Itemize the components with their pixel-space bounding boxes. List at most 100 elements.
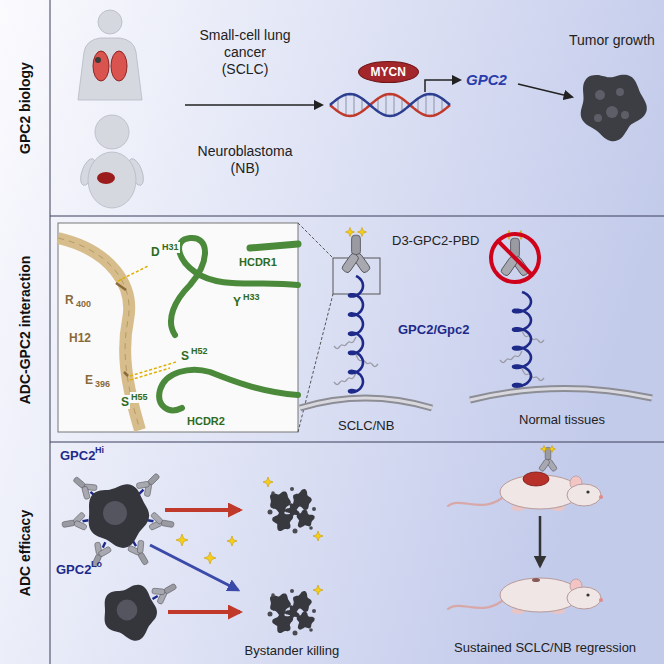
- lung: [93, 51, 109, 81]
- gene-name: MYCN: [371, 65, 406, 79]
- disease-label: Small-cell lung cancer (SCLC): [199, 27, 291, 77]
- payload-star: [263, 477, 273, 487]
- hydrogen-bond: [130, 368, 170, 380]
- mouse-tumor: [523, 472, 549, 486]
- cdr-ribbon: [159, 370, 298, 411]
- arrow: [185, 104, 322, 106]
- dna-rung: [345, 95, 346, 116]
- antibody-fc: [62, 520, 75, 528]
- residue-subscript: 396: [94, 379, 111, 390]
- tissue-label: SCLC/NB: [338, 418, 394, 434]
- expression-label: GPC2: [56, 562, 91, 578]
- loop-label: HCDR2: [186, 415, 226, 428]
- neuroblastoma-organ: [97, 172, 115, 184]
- antibody-fab: [73, 520, 87, 530]
- payload-star: [541, 446, 548, 453]
- helix-ribbon-edge: [58, 238, 140, 430]
- dna-rung: [393, 95, 394, 116]
- cell-fragment: [297, 509, 315, 527]
- payload-star: [358, 228, 367, 237]
- heparan-sulfate-chain: [522, 369, 544, 381]
- mouse-tumor-scar: [532, 578, 540, 582]
- adult-head: [98, 10, 122, 34]
- zoom-line: [298, 294, 333, 432]
- cell-debris: [309, 628, 313, 632]
- payload-star: [313, 531, 323, 541]
- arrow: [518, 84, 572, 97]
- arrow: [168, 610, 240, 614]
- gpc2-protein: [103, 542, 106, 547]
- antibody-fab: [136, 481, 149, 489]
- gpc2-protein: [139, 490, 143, 494]
- tumor-cell-nucleus: [621, 111, 629, 119]
- residue-label: D: [150, 245, 161, 259]
- tumor-cell-nucleus: [595, 90, 605, 100]
- arrow: [425, 80, 460, 92]
- cell-debris: [290, 487, 294, 491]
- tumor-cell-nucleus: [606, 106, 618, 118]
- heparan-sulfate-chain: [356, 355, 378, 367]
- cell-debris: [268, 612, 273, 617]
- cell-fragment: [285, 605, 300, 618]
- dna-rung: [441, 99, 442, 112]
- gpc2-protein: [349, 276, 363, 392]
- cell-debris: [271, 593, 275, 597]
- cell-debris: [268, 510, 273, 515]
- tumor: [581, 75, 647, 142]
- cell-debris: [290, 589, 294, 593]
- mouse: [448, 578, 603, 614]
- outcome-label: Tumor growth: [569, 32, 655, 49]
- antibody-fab: [538, 458, 550, 472]
- antibody: [150, 577, 181, 606]
- residue-superscript: H31: [161, 242, 180, 253]
- dna-rung: [385, 95, 386, 116]
- row-label: ADC efficacy: [17, 510, 34, 596]
- heparan-sulfate-chain: [334, 337, 356, 349]
- hydrogen-bond: [118, 266, 148, 281]
- mouse-nose: [599, 598, 603, 602]
- prohibition-sign: [491, 234, 539, 282]
- gpc2-protein: [83, 520, 89, 521]
- antibody: [69, 471, 100, 501]
- antibody: [61, 511, 88, 534]
- residue-subscript: 400: [75, 299, 92, 310]
- gene-ellipse: MYCN: [358, 61, 419, 83]
- side-chain: [124, 372, 128, 376]
- cell-debris: [293, 631, 298, 636]
- residue-label: Y: [232, 295, 242, 309]
- zoom-line: [298, 223, 333, 258]
- cell-debris: [312, 609, 316, 613]
- mouse-eye: [586, 490, 589, 493]
- bystander-arrow: [150, 545, 238, 590]
- dna-rung: [433, 95, 434, 116]
- antibody: [148, 511, 175, 534]
- antibody: [126, 538, 155, 569]
- residue-superscript: H55: [130, 392, 149, 403]
- expression-label: GPC2: [60, 448, 95, 464]
- disease-label: Neuroblastoma (NB): [193, 143, 297, 177]
- cell-membrane-inner: [300, 398, 432, 408]
- dna-strand: [330, 94, 450, 116]
- antibody: [341, 235, 371, 274]
- mouse-eye: [586, 593, 589, 596]
- baby-head: [95, 115, 129, 149]
- expression-superscript: Hi: [95, 445, 104, 456]
- residue-superscript: H33: [242, 292, 261, 303]
- residue-label: E: [84, 373, 94, 387]
- mouse-nose: [599, 495, 603, 499]
- antibody-fab: [82, 486, 91, 500]
- dna-rung: [377, 99, 378, 112]
- antibody-fab: [152, 588, 165, 595]
- antibody-fab: [341, 252, 360, 273]
- mouse-tail: [448, 498, 502, 506]
- dna-rung: [417, 99, 418, 112]
- dna-strand: [330, 94, 450, 116]
- tumor-cell-nucleus: [103, 501, 127, 525]
- protein-label: GPC2/Gpc2: [398, 322, 470, 338]
- side-chain: [116, 283, 126, 290]
- cell-debris: [309, 526, 313, 530]
- helix-ribbon: [58, 238, 140, 430]
- payload-star: [549, 446, 556, 453]
